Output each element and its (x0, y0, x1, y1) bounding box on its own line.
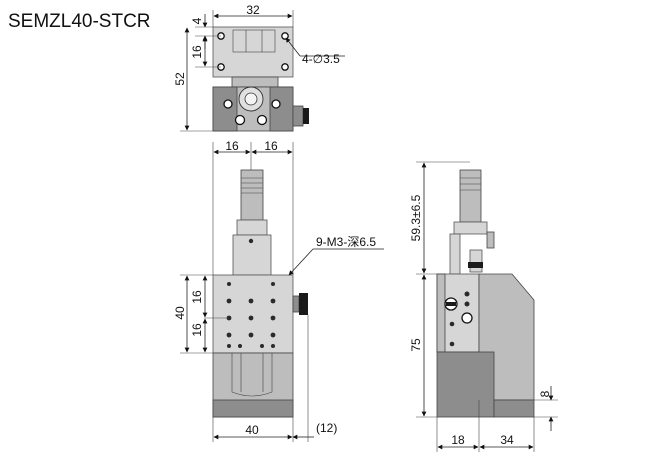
dim-top-edge: 4 (190, 17, 204, 24)
dim-front-base: 40 (245, 423, 259, 437)
dim-front-knob: (12) (316, 421, 337, 435)
front-view: 16 16 9-M3-深6.5 40 16 16 40 (12) (173, 139, 384, 442)
dim-side-height: 75 (409, 338, 423, 352)
side-base-column (436, 351, 495, 418)
dim-top-pitch: 16 (190, 45, 204, 59)
front-lock-knob (292, 295, 300, 313)
top-plate-recess (232, 29, 276, 53)
side-foot (493, 399, 535, 418)
dim-front-pitch-lower: 16 (190, 323, 204, 337)
thread-callout: 9-M3-深6.5 (316, 235, 376, 249)
dim-side-depth-a: 18 (451, 433, 465, 447)
screw-head (271, 99, 281, 109)
dim-side-travel: 59.3±6.5 (409, 194, 423, 241)
micrometer-sleeve (236, 219, 268, 236)
top-lower-right-shade (269, 86, 294, 132)
screw-head (223, 99, 233, 109)
stage-table (212, 274, 294, 354)
dim-side-foot: 8 (538, 390, 552, 397)
screw-head (256, 114, 268, 126)
dim-front-left: 16 (225, 139, 239, 153)
side-view: 59.3±6.5 75 8 18 34 (409, 161, 558, 452)
micrometer-thimble (240, 169, 264, 221)
front-lock-knob-grip (299, 293, 308, 315)
mount-hole (281, 32, 289, 40)
top-view: 32 4 16 52 4-∅3.5 (173, 3, 345, 132)
side-micrometer-bracket (486, 231, 495, 249)
dim-top-width: 32 (246, 3, 260, 17)
hole-callout: 4-∅3.5 (302, 52, 340, 66)
dim-front-right: 16 (264, 139, 278, 153)
bracket-foot (212, 399, 294, 418)
dim-front-pitch-upper: 16 (190, 290, 204, 304)
mount-hole (281, 63, 289, 71)
top-neck (231, 76, 279, 88)
lock-knob (292, 105, 304, 127)
lock-knob-grip (303, 108, 309, 124)
screw-head (234, 114, 246, 126)
dim-front-total: 40 (173, 306, 187, 320)
dim-side-depth-b: 34 (500, 433, 514, 447)
side-micrometer-sleeve (453, 221, 488, 235)
dim-top-height: 52 (173, 72, 187, 86)
product-title: SEMZL40-STCR (8, 11, 151, 32)
top-lower-left-shade (212, 86, 238, 132)
